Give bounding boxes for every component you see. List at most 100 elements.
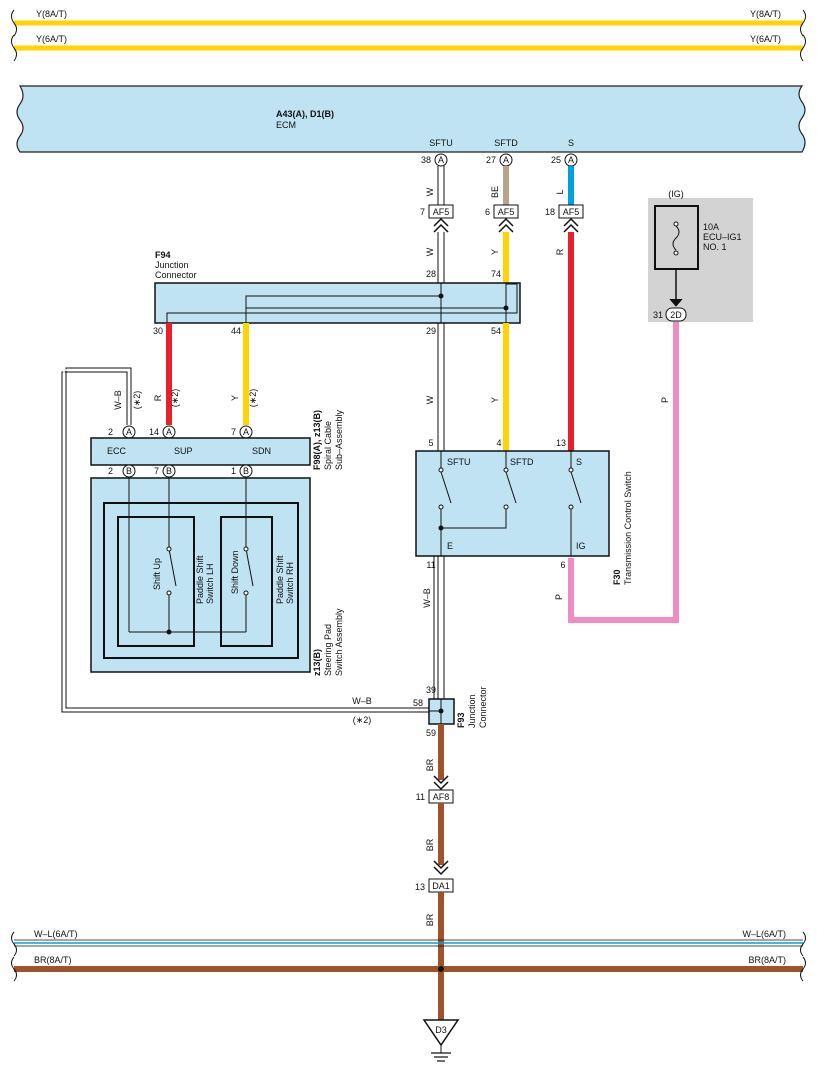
lh-label-2: Switch LH [205, 563, 215, 604]
pin-number: 18 [545, 207, 555, 217]
f93-junction-connector: 39 58 59 F93 Junction Connector [413, 685, 488, 738]
pin-number: 27 [486, 155, 496, 165]
ig-title: (IG) [668, 189, 684, 199]
wire-color: R [153, 394, 163, 401]
wire-color: W–B [422, 588, 432, 608]
ecm-term-sftu: SFTU [429, 138, 453, 148]
term-sftd: SFTD [510, 457, 534, 467]
term-s: S [576, 457, 582, 467]
connector-label: 2D [670, 310, 682, 320]
bus-label: BR(8A/T) [748, 955, 786, 965]
pin-number: 2 [108, 427, 113, 437]
z13-code: z13(B) [312, 649, 322, 676]
wire-note: (∗2) [248, 389, 258, 408]
f30-transmission-control-switch: 5 4 13 SFTU SFTD S E IG F30 Transmission… [415, 438, 633, 585]
term-sdn: SDN [252, 446, 271, 456]
term-sftu: SFTU [447, 457, 471, 467]
wire-f30-f93: W–B P [422, 556, 564, 699]
wire-note: (∗2) [132, 391, 142, 410]
wire-wb-left: W–B (∗2) W–B (∗2) [61, 367, 429, 725]
bottom-bus-br: BR(8A/T) BR(8A/T) [11, 955, 806, 982]
wire-color: R [555, 248, 565, 255]
pin-number: 13 [556, 438, 566, 448]
wires-af5-f94: W Y R [425, 232, 565, 283]
f30-code: F30 [612, 569, 622, 585]
z13-label-2: Switch Assembly [334, 608, 344, 676]
wire-color: W [425, 395, 435, 404]
pin-number: 31 [653, 310, 663, 320]
ecm-block: A43(A), D1(B) ECM SFTU SFTD S [16, 85, 806, 153]
wire-color: P [554, 594, 564, 600]
bus-label: BR(8A/T) [34, 955, 72, 965]
f94-junction-connector: F94 Junction Connector 28 74 30 44 29 54 [153, 250, 521, 336]
bus-label: W–L(6A/T) [34, 929, 78, 939]
f98-label-2: Sub–Assembly [334, 409, 344, 470]
z13-steering-pad: Shift Up Shift Down Paddle Shift Switch … [90, 477, 344, 676]
ground-path: BR 11 AF8 BR 13 DA1 BR [415, 724, 454, 1020]
wire-color: W [425, 187, 435, 196]
connector-letter: B [243, 466, 249, 476]
connector-letter: A [126, 427, 132, 437]
pin-number: 1 [231, 466, 236, 476]
pin-number: 7 [420, 207, 425, 217]
pin-number: 11 [416, 792, 425, 802]
pin-number: 2 [108, 466, 113, 476]
pin-number: 44 [231, 326, 241, 336]
pin-number: 7 [154, 466, 159, 476]
wire-color: BR [425, 758, 435, 771]
top-bus-6at: Y(6A/T) Y(6A/T) [11, 34, 806, 62]
connector-label: AF5 [498, 207, 515, 217]
f30-name: Transmission Control Switch [623, 471, 633, 585]
f93-label-2: Connector [478, 686, 488, 728]
wire-note: (∗2) [353, 715, 372, 725]
z13-label: Steering Pad [323, 624, 333, 676]
f93-label: Junction [467, 694, 477, 728]
bus-label: Y(8A/T) [750, 9, 781, 19]
wire-color: BR [425, 838, 435, 851]
switch-label-down: Shift Down [230, 550, 240, 594]
rh-label-2: Switch RH [285, 562, 295, 604]
pin-number: 28 [426, 269, 436, 279]
lh-label: Paddle Shift [195, 555, 205, 604]
wires-ecm-af5: W BE L [425, 166, 574, 205]
wire-color: Y [490, 249, 500, 255]
connector-letter: A [568, 155, 574, 165]
f94-label-2: Connector [155, 270, 197, 280]
term-e: E [447, 541, 453, 551]
f94-code: F94 [155, 250, 171, 260]
ecm-term-sftd: SFTD [494, 138, 518, 148]
pin-number: 29 [426, 326, 436, 336]
pin-number: 30 [153, 326, 163, 336]
wire-color: L [555, 189, 565, 194]
pin-number: 25 [551, 155, 561, 165]
bus-label: Y(6A/T) [36, 34, 67, 44]
f93-code: F93 [456, 712, 466, 728]
connector-letter: A [438, 155, 444, 165]
bus-label: Y(8A/T) [36, 9, 67, 19]
wire-color: Y [230, 395, 240, 401]
wire-color: W–B [352, 696, 372, 706]
wire-ig-pink: P [568, 322, 679, 623]
fuse-name-2: NO. 1 [703, 242, 727, 252]
bus-label: W–L(6A/T) [742, 929, 786, 939]
wires-f94-down: R (∗2) Y (∗2) W Y [153, 323, 509, 451]
connector-label: AF8 [433, 792, 450, 802]
ground-label: D3 [435, 1025, 447, 1035]
pin-number: 38 [421, 155, 431, 165]
pin-number: 7 [231, 427, 236, 437]
pin-number: 58 [413, 698, 423, 708]
pin-number: 4 [496, 438, 501, 448]
f98-spiral-cable: 2 A 14 A 7 A ECC SUP SDN 2 B 7 B 1 B F98… [90, 409, 344, 478]
connector-letter: A [166, 427, 172, 437]
ig-fuse-box: (IG) 10A ECU–IG1 NO. 1 31 2D [648, 189, 753, 322]
pin-number: 6 [560, 560, 565, 570]
pin-number: 54 [491, 326, 501, 336]
pin-number: 39 [426, 685, 436, 695]
connector-letter: B [126, 466, 132, 476]
pin-number: 13 [415, 882, 425, 892]
ground-d3: D3 [422, 1019, 460, 1062]
fuse-name: ECU–IG1 [703, 232, 742, 242]
ecm-term-s: S [568, 138, 574, 148]
wire-color: Y [490, 397, 500, 403]
